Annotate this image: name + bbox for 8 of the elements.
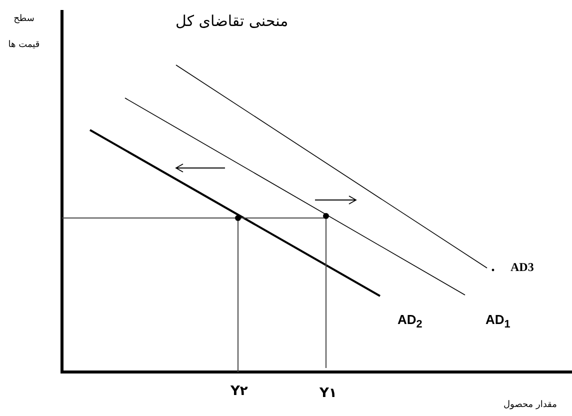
- axis-label: مقدار محصول: [504, 400, 557, 410]
- axis-label: سطح قیمت ها: [7, 13, 41, 52]
- curve-label: AD$_{1}$: [486, 313, 510, 332]
- tick-label: Y۲: [230, 384, 248, 400]
- chart-title: منحنی تقاضای کل: [176, 12, 288, 30]
- tick-label: Y۱: [320, 386, 337, 402]
- curve-label: AD$_{2}$: [398, 313, 422, 332]
- curve-label: AD3: [510, 261, 534, 275]
